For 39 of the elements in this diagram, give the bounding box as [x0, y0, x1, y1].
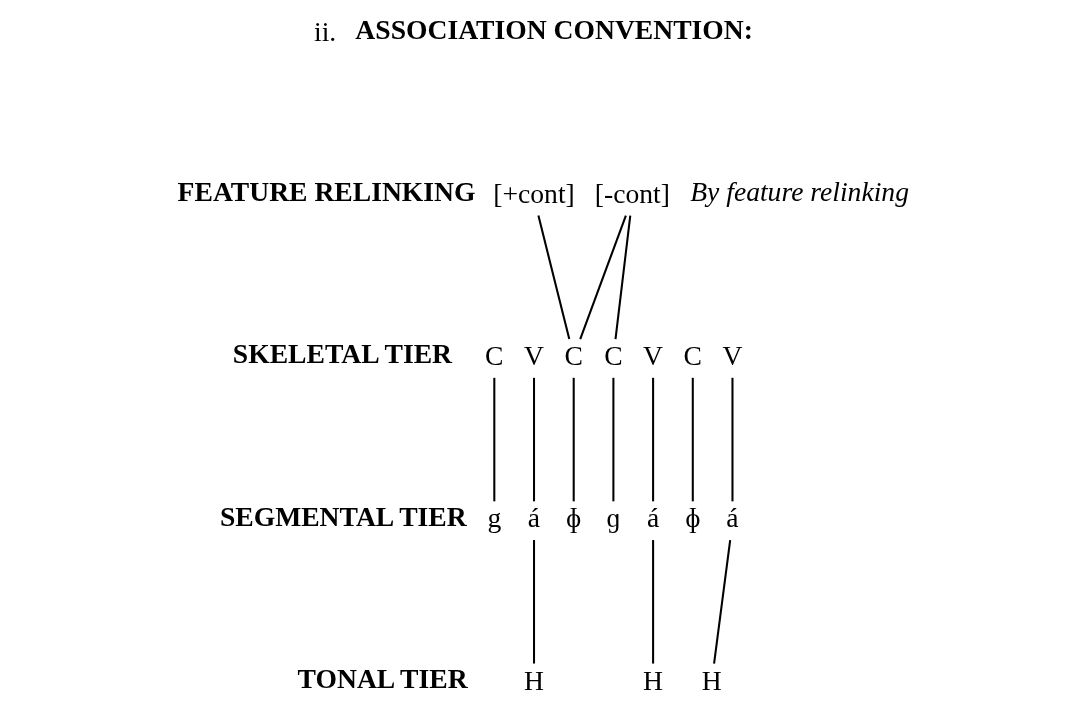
node-text: á — [646, 502, 659, 534]
connector — [532, 377, 535, 502]
node-text: C — [603, 340, 623, 372]
label: By feature relinking — [689, 176, 909, 208]
connector — [536, 215, 570, 340]
connector — [578, 215, 627, 340]
label: SEGMENTAL TIER — [219, 500, 467, 532]
node-text: V — [642, 340, 663, 372]
label: TONAL TIER — [297, 662, 468, 694]
node-text: ɸ — [684, 502, 700, 534]
connector — [492, 377, 495, 502]
node-text: á — [527, 502, 540, 534]
node-text: H — [523, 664, 544, 696]
node-text: [-cont] — [594, 177, 670, 209]
connector — [651, 377, 654, 502]
connector — [730, 377, 733, 502]
connector — [691, 377, 694, 502]
connector — [613, 215, 631, 340]
label: FEATURE RELINKING — [177, 176, 475, 208]
node-text: á — [725, 502, 739, 534]
node-text: H — [642, 664, 663, 696]
node-text: [+cont] — [492, 177, 575, 209]
connector — [712, 539, 731, 664]
node-text: g — [486, 502, 501, 534]
node-text: H — [701, 664, 722, 696]
connector — [532, 540, 535, 664]
node-text: C — [683, 340, 702, 372]
label: ii. — [313, 15, 336, 47]
connector — [572, 377, 575, 502]
node-text: ɸ — [565, 502, 581, 534]
node-text: C — [563, 340, 583, 372]
label: ASSOCIATION CONVENTION: — [354, 13, 753, 45]
node-text: V — [523, 340, 544, 372]
connector — [651, 540, 654, 664]
node-text: V — [722, 340, 742, 372]
connector — [611, 377, 614, 502]
label: SKELETAL TIER — [232, 338, 452, 370]
node-text: ɡ — [605, 502, 620, 534]
node-text: C — [484, 340, 504, 372]
